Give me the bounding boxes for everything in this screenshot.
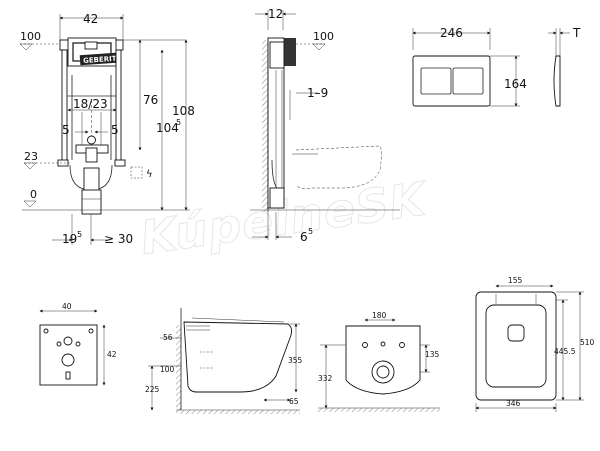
dim-6: 6 [300, 230, 308, 244]
dim-76: 76 [143, 93, 158, 107]
dim-side-100: 100 [160, 365, 175, 374]
dim-104: 104 [156, 121, 179, 135]
dim-5-right: 5 [111, 123, 119, 137]
toilet-front-view: 180 135 332 [318, 311, 440, 412]
dim-side-56: 56 [163, 333, 173, 342]
dim-ge30: ≥ 30 [104, 232, 133, 246]
wall-plate-view: 40 42 [39, 302, 117, 386]
dim-side-225: 225 [145, 385, 160, 394]
brand-logo: GEBERIT [83, 55, 117, 65]
dim-top-155: 155 [508, 276, 523, 285]
dim-23: 23 [24, 150, 38, 163]
dim-T: T [572, 26, 581, 40]
dim-1-9: 1–9 [307, 86, 328, 100]
dim-0: 0 [30, 188, 37, 201]
dim-164: 164 [504, 77, 527, 91]
dim-side-65: 65 [289, 397, 299, 406]
dim-front-135: 135 [425, 350, 440, 359]
watermark-text: KúpelneSK [137, 171, 432, 265]
dim-6-sup: 5 [308, 227, 313, 236]
dim-width-42: 42 [83, 12, 98, 26]
dim-100-left: 100 [20, 30, 41, 43]
toilet-side-view: 56 100 225 355 65 [145, 308, 303, 414]
dim-19-sup: 5 [77, 230, 82, 239]
dim-front-180: 180 [372, 311, 387, 320]
dim-top-445: 445.5 [554, 347, 576, 356]
frame-front-view: 42 100 GEBERIT 18/23 5 5 [19, 12, 195, 246]
dim-5-left: 5 [62, 123, 70, 137]
dim-108: 108 [172, 104, 195, 118]
dim-top-346: 346 [506, 399, 521, 408]
dim-104-sup: 5 [176, 118, 181, 127]
flush-plate-view: 246 164 T [412, 26, 581, 107]
dim-18-23: 18/23 [73, 97, 108, 111]
dim-100-side: 100 [313, 30, 334, 43]
frame-side-view: 12 100 1–9 6 5 [250, 7, 400, 244]
dim-12: 12 [268, 7, 283, 21]
dim-front-332: 332 [318, 374, 333, 383]
toilet-top-view: 155 445.5 510 346 [475, 276, 595, 412]
dim-plate-height: 42 [107, 350, 117, 359]
dim-19: 19 [62, 232, 77, 246]
dim-plate-width: 40 [62, 302, 72, 311]
dim-246: 246 [440, 26, 463, 40]
dim-side-355: 355 [288, 356, 303, 365]
svg-text:ϟ: ϟ [146, 169, 153, 180]
dim-top-510: 510 [580, 338, 595, 347]
